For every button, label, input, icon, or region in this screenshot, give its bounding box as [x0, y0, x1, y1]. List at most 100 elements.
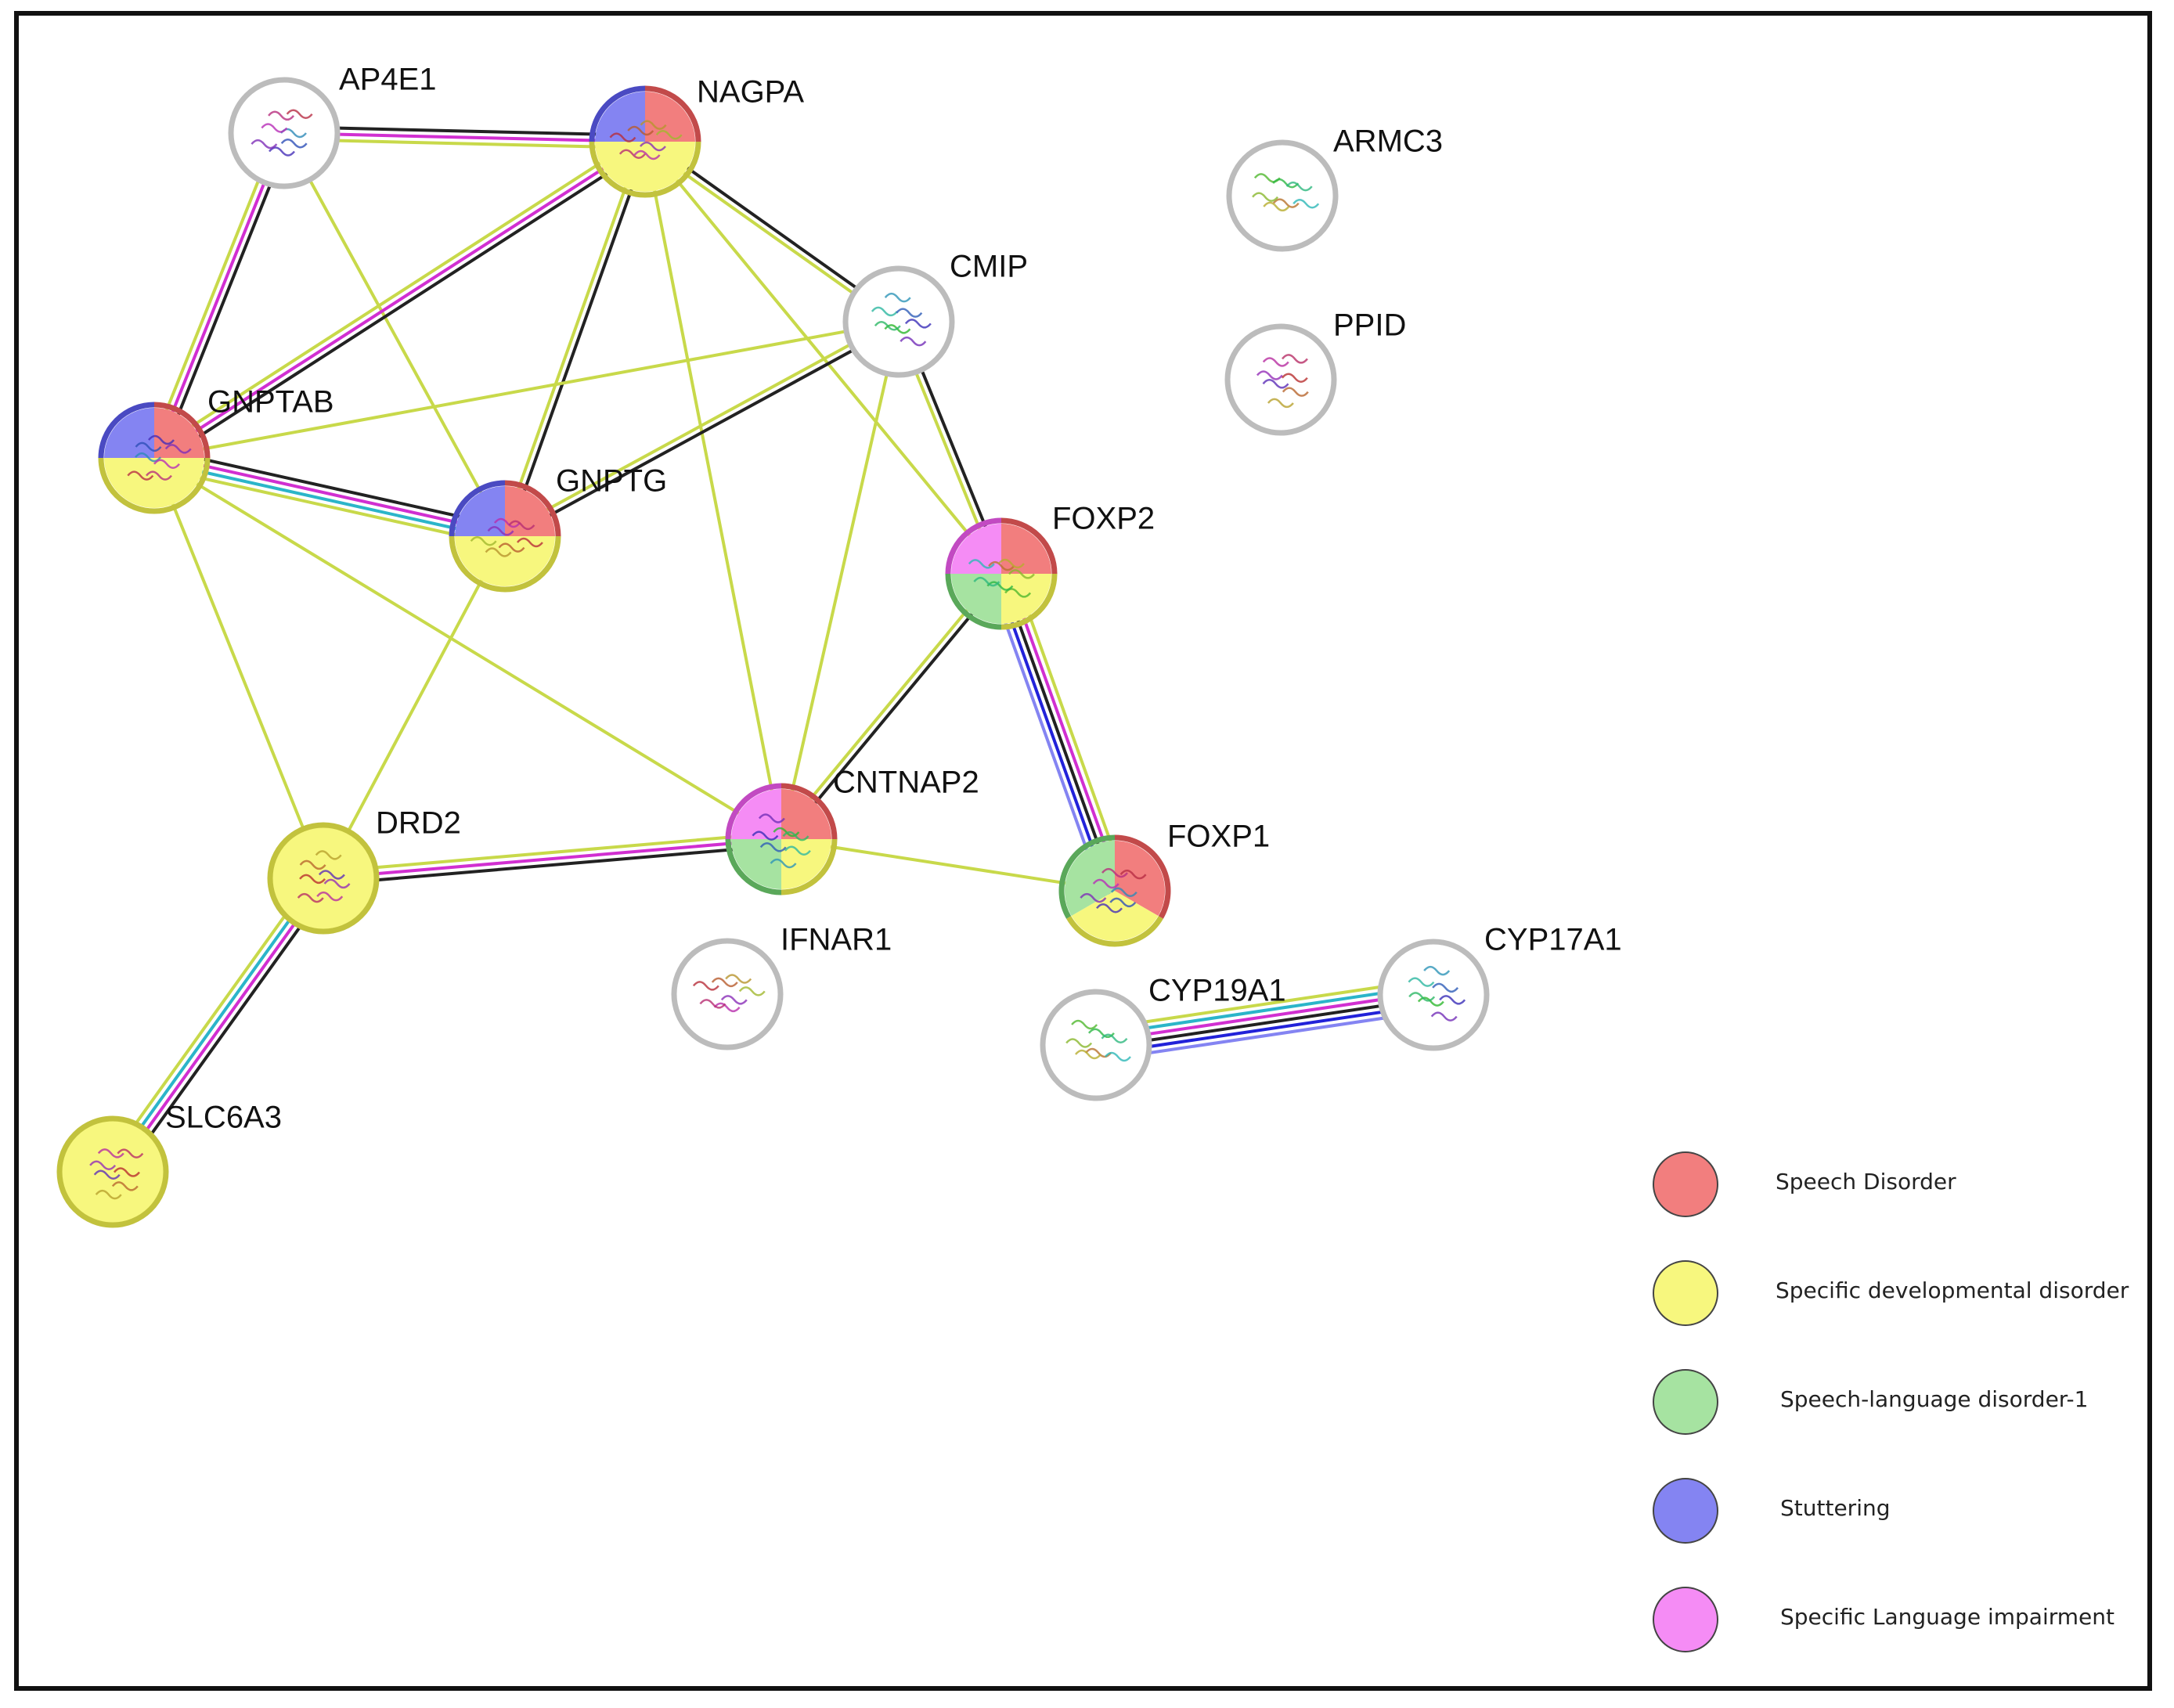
edge-evidence-line [780, 838, 1116, 892]
protein-structure-icon [470, 517, 543, 557]
node-group-border [98, 402, 155, 459]
node-bubble [671, 938, 784, 1050]
legend-swatch [1653, 1587, 1718, 1652]
edge-cmip-cntnap2[interactable] [780, 320, 900, 841]
node-group-border [449, 480, 506, 537]
edge-evidence-line [1093, 984, 1434, 1038]
edge-cmip-gnptab[interactable] [153, 320, 900, 459]
edge-evidence-line [322, 843, 784, 886]
protein-structure-icon [1252, 173, 1320, 212]
node-armc3[interactable]: ARMC3 [1226, 124, 1443, 252]
node-cyp19a1[interactable]: CYP19A1 [1040, 974, 1286, 1101]
edge-evidence-line [1011, 568, 1129, 888]
edge-evidence-line [283, 132, 647, 143]
protein-structure-icon [968, 558, 1035, 598]
node-cmip[interactable]: CMIP [842, 250, 1028, 378]
node-group-wedge [781, 839, 831, 889]
node-label: GNPTG [556, 464, 667, 499]
node-group-wedge [505, 486, 555, 536]
node-label: SLC6A3 [165, 1101, 282, 1135]
edge-layer [103, 125, 1437, 1179]
node-label: FOXP1 [1167, 820, 1270, 854]
edge-evidence-line [114, 878, 328, 1176]
edge-cntnap2-foxp1[interactable] [780, 838, 1116, 892]
protein-structure-icon [1256, 354, 1309, 409]
protein-structure-icon [692, 974, 766, 1013]
edge-evidence-line [987, 576, 1105, 897]
node-bubble [1224, 323, 1337, 436]
legend-swatch [1653, 1369, 1718, 1435]
node-label: GNPTAB [207, 385, 334, 420]
node-group-border [781, 838, 838, 895]
node-cyp17a1[interactable]: CYP17A1 [1377, 923, 1622, 1051]
protein-structure-icon [297, 850, 351, 903]
edge-evidence-line [153, 453, 507, 535]
protein-structure-icon [1065, 1019, 1131, 1062]
edge-evidence-line [153, 132, 286, 459]
node-ppid[interactable]: PPID [1224, 308, 1406, 436]
protein-structure-icon [609, 120, 683, 160]
node-gnptab[interactable]: GNPTAB [98, 385, 334, 514]
edge-evidence-line [1096, 1008, 1437, 1062]
edge-cmip-gnptg[interactable] [502, 317, 902, 541]
node-ifnar1[interactable]: IFNAR1 [671, 923, 892, 1050]
node-group-border [504, 480, 561, 537]
node-foxp2[interactable]: FOXP2 [945, 502, 1155, 630]
edge-evidence-line [1005, 570, 1123, 891]
protein-structure-icon [871, 292, 932, 347]
node-label: CYP19A1 [1148, 974, 1286, 1008]
edge-gnptg-drd2[interactable] [322, 535, 507, 880]
node-label: PPID [1333, 308, 1406, 343]
edge-gnptab-drd2[interactable] [153, 456, 325, 880]
legend-label: Stuttering [1780, 1495, 1891, 1521]
edge-cyp19a1-cyp17a1[interactable] [1092, 978, 1437, 1062]
edge-gnptab-gnptg[interactable] [150, 447, 509, 547]
node-nagpa[interactable]: NAGPA [589, 75, 804, 198]
edge-evidence-line [1094, 990, 1435, 1044]
node-label: NAGPA [697, 75, 804, 110]
node-group-wedge [595, 92, 645, 142]
node-bubble [842, 265, 955, 378]
edge-evidence-line [283, 125, 647, 138]
node-slc6a3[interactable]: SLC6A3 [56, 1101, 282, 1228]
protein-structure-icon [89, 1148, 144, 1200]
edge-ap4e1-gnptg[interactable] [283, 132, 507, 538]
node-cntnap2[interactable]: CNTNAP2 [725, 766, 979, 895]
edge-gnptab-cntnap2[interactable] [153, 456, 783, 841]
node-group-border [781, 783, 838, 840]
node-drd2[interactable]: DRD2 [267, 806, 461, 935]
node-label: FOXP2 [1052, 502, 1155, 536]
edge-nagpa-gnptab[interactable] [149, 135, 651, 465]
edge-cntnap2-drd2[interactable] [321, 831, 784, 886]
node-bubble [1040, 989, 1152, 1101]
node-group-wedge [645, 92, 695, 142]
edge-foxp2-cntnap2[interactable] [777, 570, 1006, 843]
node-group-border [644, 85, 701, 142]
edge-nagpa-cntnap2[interactable] [644, 140, 783, 841]
edge-evidence-line [993, 574, 1111, 895]
edge-evidence-line [644, 140, 783, 841]
edge-ap4e1-gnptab[interactable] [146, 129, 292, 462]
protein-structure-icon [251, 109, 313, 157]
node-group-wedge [1064, 841, 1115, 916]
edge-drd2-slc6a3[interactable] [103, 871, 333, 1179]
edge-nagpa-gnptg[interactable] [500, 139, 650, 539]
node-foxp1[interactable]: FOXP1 [1058, 820, 1270, 947]
node-group-wedge [951, 524, 1001, 574]
edge-evidence-line [504, 323, 902, 541]
edge-evidence-line [152, 459, 507, 541]
node-ap4e1[interactable]: AP4E1 [228, 63, 437, 189]
node-group-border [1066, 916, 1163, 947]
node-group-border [98, 457, 211, 514]
protein-structure-icon [752, 813, 811, 869]
edge-ap4e1-nagpa[interactable] [282, 125, 647, 150]
node-group-wedge [1001, 524, 1051, 574]
edge-evidence-line [782, 574, 1006, 843]
edge-evidence-line [146, 129, 280, 458]
node-gnptg[interactable]: GNPTG [449, 464, 667, 593]
node-bubble [1377, 939, 1490, 1051]
edge-evidence-line [149, 135, 644, 455]
edge-evidence-line [153, 456, 783, 841]
node-group-border [1114, 834, 1171, 919]
